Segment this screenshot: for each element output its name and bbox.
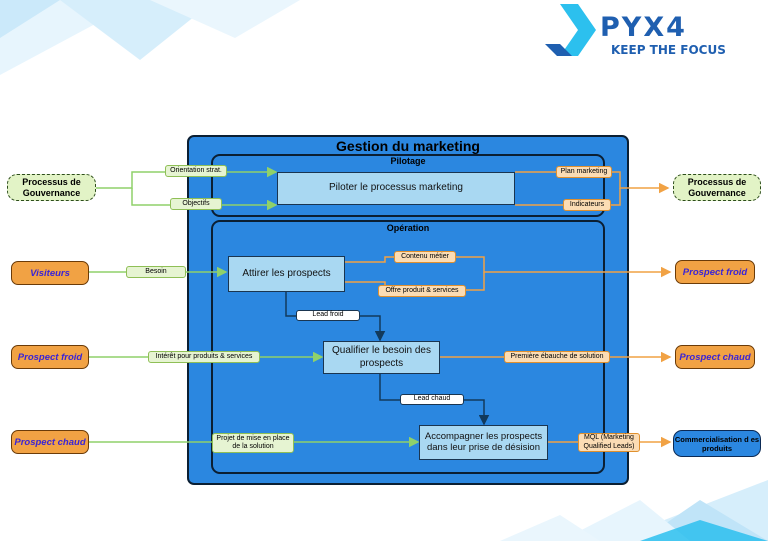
tag-contenu-metier: Contenu métier bbox=[394, 251, 456, 263]
process-attirer[interactable]: Attirer les prospects bbox=[228, 256, 345, 292]
decor-top-left bbox=[0, 0, 300, 75]
logo-mark bbox=[545, 4, 596, 56]
tag-interet: Intérêt pour produits & services bbox=[148, 351, 260, 363]
entity-gouvernance-right[interactable]: Processus de Gouvernance bbox=[673, 174, 761, 201]
process-accompagner[interactable]: Accompagner les prospects dans leur pris… bbox=[419, 425, 548, 460]
tag-indicateurs: Indicateurs bbox=[563, 199, 611, 211]
tag-orientation: Orientation strat. bbox=[165, 165, 227, 177]
logo-brand: PYX4 bbox=[600, 12, 687, 43]
pilotage-label: Pilotage bbox=[390, 156, 426, 166]
tag-mql: MQL (Marketing Qualified Leads) bbox=[578, 433, 640, 452]
tag-plan-marketing: Plan marketing bbox=[556, 166, 612, 178]
entity-visiteurs[interactable]: Visiteurs bbox=[11, 261, 89, 285]
process-piloter[interactable]: Piloter le processus marketing bbox=[277, 172, 515, 205]
decor-bottom-right bbox=[500, 480, 768, 541]
tag-ebauche: Première ébauche de solution bbox=[504, 351, 610, 363]
tag-lead-chaud: Lead chaud bbox=[400, 394, 464, 405]
entity-prospect-chaud-right[interactable]: Prospect chaud bbox=[675, 345, 755, 369]
tag-besoin: Besoin bbox=[126, 266, 186, 278]
logo-tagline: KEEP THE FOCUS bbox=[611, 43, 726, 57]
diagram-title: Gestion du marketing bbox=[336, 138, 480, 154]
tag-projet: Projet de mise en place de la solution bbox=[212, 433, 294, 453]
tag-lead-froid: Lead froid bbox=[296, 310, 360, 321]
entity-commercialisation[interactable]: Commercialisation d es produits bbox=[673, 430, 761, 457]
tag-objectifs: Objectifs bbox=[170, 198, 222, 210]
entity-prospect-froid-right[interactable]: Prospect froid bbox=[675, 260, 755, 284]
entity-prospect-chaud-left[interactable]: Prospect chaud bbox=[11, 430, 89, 454]
entity-prospect-froid-left[interactable]: Prospect froid bbox=[11, 345, 89, 369]
tag-offre-produit: Offre produit & services bbox=[378, 285, 466, 297]
operation-label: Opération bbox=[386, 223, 430, 233]
process-qualifier[interactable]: Qualifier le besoin des prospects bbox=[323, 341, 440, 374]
entity-gouvernance-left[interactable]: Processus de Gouvernance bbox=[7, 174, 96, 201]
